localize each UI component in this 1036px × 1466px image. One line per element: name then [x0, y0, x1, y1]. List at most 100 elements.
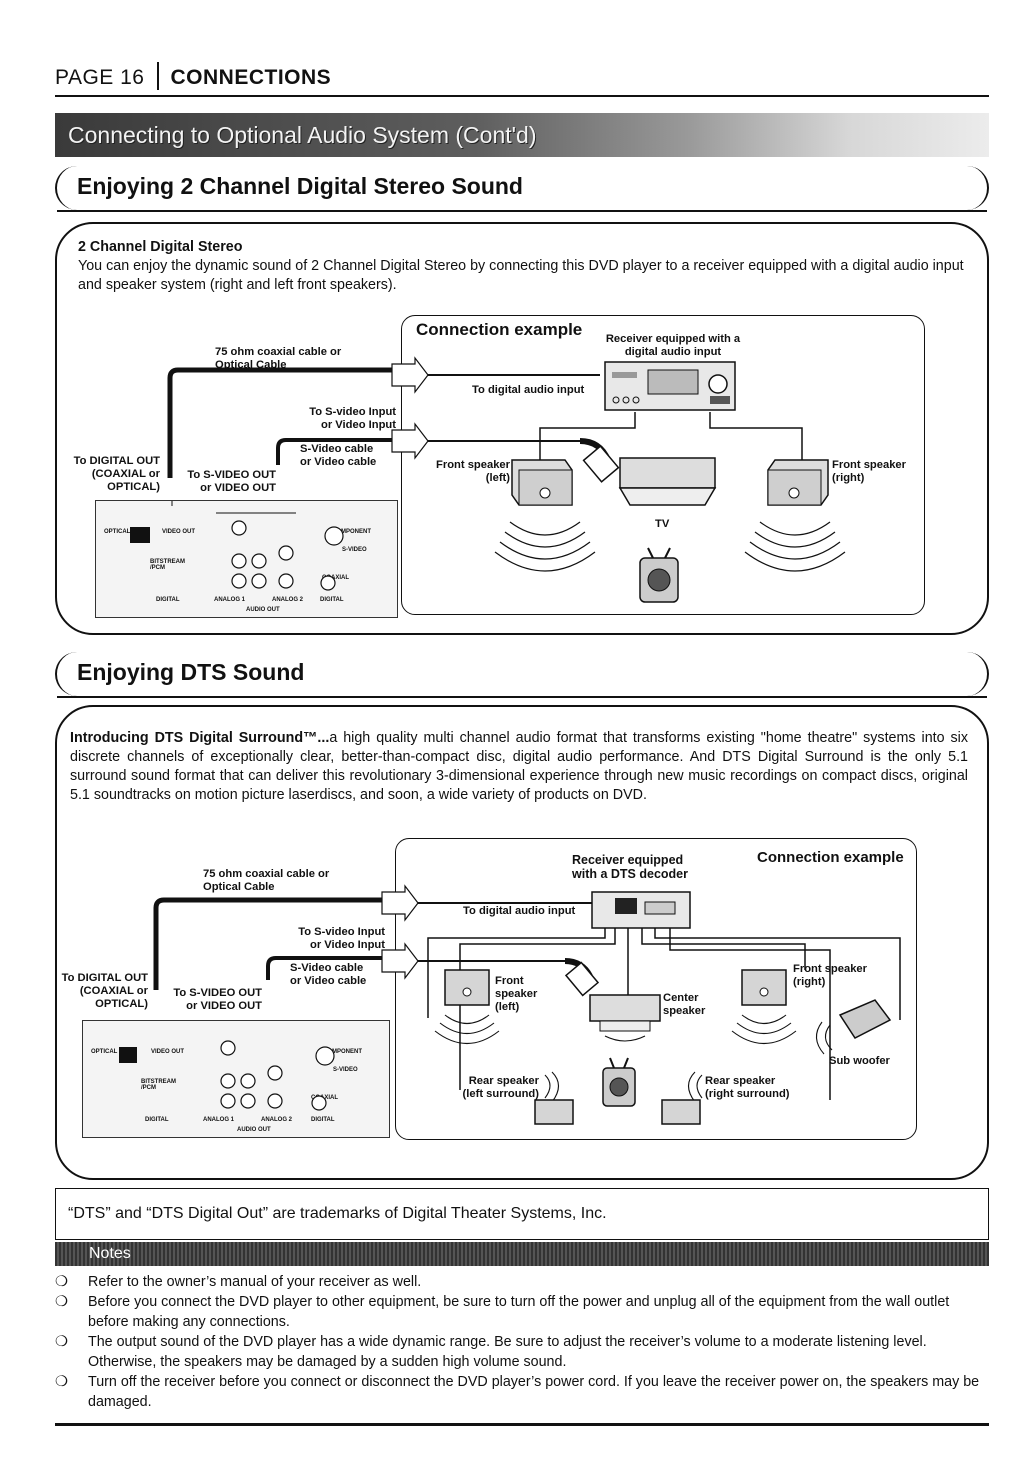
- sec2-rear-panel: OPTICAL VIDEO OUT COMPONENT S-VIDEO BITS…: [82, 1020, 390, 1138]
- sec1-rp-analog1: ANALOG 1: [214, 597, 246, 603]
- sec2-diagram-art: [153, 884, 901, 1125]
- sec1-text: 2 Channel Digital Stereo You can enjoy t…: [78, 238, 968, 295]
- sec2-intro-rest: a high quality multi channel audio forma…: [70, 730, 968, 803]
- sec1-tv-icon: [618, 457, 717, 506]
- trademark-note: “DTS” and “DTS Digital Out” are trademar…: [55, 1188, 989, 1240]
- sec2-front-right-speaker: [741, 969, 787, 1006]
- sec1-rear-jacks: [171, 501, 344, 591]
- sec1-rp-svideo: S-VIDEO: [342, 547, 367, 553]
- sec1-rp-digital: DIGITAL: [156, 597, 180, 603]
- sec2-rear-right-label: Rear speaker (right surround): [705, 1075, 790, 1100]
- sec2-center-speaker: [589, 994, 661, 1032]
- sec2-digital-out-label: To DIGITAL OUT (COAXIAL or OPTICAL): [61, 972, 148, 1010]
- sec2-rp-svideo: S-VIDEO: [333, 1067, 358, 1073]
- sec2-intro: Introducing DTS Digital Surround™...a hi…: [70, 729, 968, 805]
- sec2-arrow-digital: [381, 884, 419, 922]
- section-name: CONNECTIONS: [170, 66, 332, 89]
- sec2-svideo-input-label: To S-video Input or Video Input: [298, 926, 385, 951]
- sec1-receiver-label: Receiver equipped with a digital audio i…: [605, 333, 741, 358]
- notes-list: ❍ Refer to the owner’s manual of your rec…: [55, 1272, 989, 1412]
- sec1-receiver-icon: [604, 361, 736, 411]
- sec2-rp-analog2: ANALOG 2: [261, 1117, 293, 1123]
- note-text: Before you connect the DVD player to oth…: [88, 1294, 950, 1330]
- sec2-to-digital-label: To digital audio input: [463, 905, 576, 917]
- sec2-receiver-icon: [591, 891, 691, 929]
- sec2-rp-digital: DIGITAL: [145, 1117, 169, 1123]
- sec1-heading: Enjoying 2 Channel Digital Stereo Sound: [55, 166, 989, 212]
- page-header: PAGE 16 CONNECTIONS: [55, 62, 331, 90]
- page-number: PAGE 16: [55, 66, 145, 89]
- note-text: The output sound of the DVD player has a…: [88, 1334, 927, 1370]
- note-bullet: ❍: [55, 1274, 68, 1290]
- sec2-subwoofer-icon: [838, 999, 892, 1039]
- sec2-receiver-label: Receiver equipped with a DTS decoder: [572, 853, 688, 881]
- note-item: ❍ Turn off the receiver before you connec…: [55, 1372, 989, 1412]
- sec1-rp-component: COMPONENT: [332, 529, 371, 535]
- sec2-front-left-label: Front speaker (left): [495, 975, 538, 1013]
- footer-rule: [55, 1423, 989, 1426]
- sec2-rp-video-out: VIDEO OUT: [151, 1049, 185, 1055]
- note-bullet: ❍: [55, 1294, 68, 1310]
- sec2-rp-audio-out: AUDIO OUT: [237, 1127, 271, 1133]
- sec1-svideo-input-label: To S-video Input or Video Input: [309, 406, 396, 431]
- sec2-rear-left-label: Rear speaker (left surround): [462, 1075, 539, 1100]
- note-item: ❍ The output sound of the DVD player has …: [55, 1332, 989, 1372]
- sec1-diagram-art: [167, 356, 846, 603]
- sec1-rp-digital-2: DIGITAL: [320, 597, 344, 603]
- sec2-rear-left-speaker: [534, 1099, 574, 1125]
- sec2-rear-jacks: [220, 1040, 335, 1111]
- sec2-listener-icon: [602, 1057, 636, 1107]
- sec1-subheading: 2 Channel Digital Stereo: [78, 239, 243, 255]
- note-text: Refer to the owner’s manual of your rece…: [88, 1274, 422, 1290]
- sec1-front-right-speaker: [767, 459, 829, 506]
- sec1-body: You can enjoy the dynamic sound of 2 Cha…: [78, 258, 964, 293]
- sec2-rp-optical: OPTICAL: [91, 1049, 118, 1055]
- sec2-front-right-label: Front speaker (right): [793, 963, 867, 988]
- sec2-heading: Enjoying DTS Sound: [55, 652, 989, 698]
- sec1-arrow-digital: [391, 356, 429, 394]
- sec1-frame: [55, 222, 989, 635]
- sec2-rear-right-speaker: [661, 1099, 701, 1125]
- sec1-svideo-out-label: To S-VIDEO OUT or VIDEO OUT: [187, 469, 276, 494]
- sec2-center-label: Center speaker: [663, 992, 706, 1017]
- sec2-sub-label: Sub woofer: [829, 1055, 890, 1067]
- note-item: ❍ Before you connect the DVD player to ot…: [55, 1292, 989, 1332]
- sec2-rp-bitstream: BITSTREAM /PCM: [141, 1079, 176, 1091]
- sec1-rp-analog2: ANALOG 2: [272, 597, 304, 603]
- sec1-rp-audio-out: AUDIO OUT: [246, 607, 280, 613]
- sec1-rp-coaxial: COAXIAL: [322, 575, 349, 581]
- sec1-front-left-label: Front speaker (left): [436, 459, 510, 484]
- sec2-connection-example: Connection example: [757, 849, 904, 866]
- sec1-arrow-video: [391, 422, 429, 460]
- sec1-listener-icon: [639, 547, 679, 603]
- sec1-svideo-cable-label: S-Video cable or Video cable: [300, 443, 377, 468]
- note-item: ❍ Refer to the owner’s manual of your rec…: [55, 1272, 989, 1292]
- sec1-tv-label: TV: [655, 518, 670, 530]
- note-bullet: ❍: [55, 1334, 68, 1350]
- header-rule: [55, 95, 989, 97]
- sec1-rp-optical: OPTICAL: [104, 529, 131, 535]
- sec2-rp-component: COMPONENT: [323, 1049, 362, 1055]
- sec1-digital-out-label: To DIGITAL OUT (COAXIAL or OPTICAL): [73, 455, 160, 493]
- sec2-cable-label: 75 ohm coaxial cable or Optical Cable: [203, 868, 330, 893]
- sec1-connection-example: Connection example: [416, 320, 583, 339]
- sec1-rp-bitstream: BITSTREAM /PCM: [150, 559, 185, 571]
- sec1-front-left-speaker: [511, 459, 573, 506]
- sec1-rear-panel: OPTICAL VIDEO OUT COMPONENT S-VIDEO BITS…: [95, 500, 398, 618]
- header-divider: [156, 62, 159, 90]
- notes-title: Notes: [55, 1242, 989, 1266]
- note-bullet: ❍: [55, 1374, 68, 1390]
- sec2-svideo-cable-label: S-Video cable or Video cable: [290, 962, 367, 987]
- sec2-frame: [55, 705, 989, 1180]
- sec1-front-right-label: Front speaker (right): [832, 459, 906, 484]
- sec2-arrow-video: [381, 942, 419, 980]
- note-text: Turn off the receiver before you connect…: [88, 1374, 980, 1410]
- sec2-svideo-out-label: To S-VIDEO OUT or VIDEO OUT: [173, 987, 262, 1012]
- sec2-front-left-speaker: [444, 969, 490, 1006]
- sec1-rp-video-out: VIDEO OUT: [162, 529, 196, 535]
- section-banner: Connecting to Optional Audio System (Con…: [55, 113, 989, 157]
- sec2-rp-digital-2: DIGITAL: [311, 1117, 335, 1123]
- sec1-to-digital-label: To digital audio input: [472, 384, 585, 396]
- sec2-intro-bold: Introducing DTS Digital Surround™...: [70, 730, 330, 746]
- sec2-rp-analog1: ANALOG 1: [203, 1117, 235, 1123]
